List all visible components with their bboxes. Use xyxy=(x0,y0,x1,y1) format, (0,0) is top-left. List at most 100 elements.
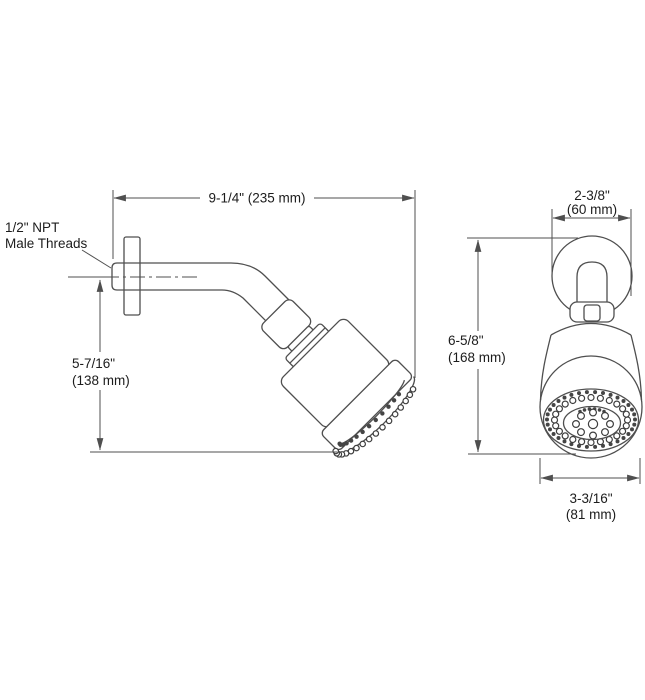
nozzle-bead xyxy=(577,438,586,446)
rim-bead xyxy=(353,444,360,452)
dim-overall-height-label-in: 6-5/8" xyxy=(448,333,484,348)
dim-overall-height-label-mm: (168 mm) xyxy=(448,350,506,365)
shower-arm-front xyxy=(576,261,608,309)
head-bezel xyxy=(539,355,643,459)
thread-note-line2: Male Threads xyxy=(5,236,88,251)
nozzle-bead xyxy=(582,408,587,412)
thread-note-line1: 1/2" NPT xyxy=(5,220,59,235)
wall-flange xyxy=(123,236,141,316)
dim-drop-height: 5-7/16" (138 mm) xyxy=(68,276,130,451)
nozzle-bead xyxy=(556,399,561,403)
nozzle-bead xyxy=(577,394,586,402)
rim-bead xyxy=(366,424,372,429)
rim-bead xyxy=(409,385,417,393)
nozzle-bead xyxy=(632,422,637,427)
nozzle-ring-outer xyxy=(545,390,637,449)
nozzle-bead xyxy=(593,444,598,449)
nozzle-bead xyxy=(569,435,577,444)
spray-hole-center xyxy=(587,418,599,430)
rim-bead xyxy=(337,441,342,446)
nozzle-bead xyxy=(622,422,630,430)
rim-bead xyxy=(397,404,405,411)
nozzle-bead xyxy=(545,422,550,427)
arm-nut-front xyxy=(569,301,615,323)
dim-drop-height-label-in: 5-7/16" xyxy=(72,356,115,371)
nozzle-bead xyxy=(621,436,626,440)
rim-bead xyxy=(373,417,378,423)
shower-head-side xyxy=(261,299,417,458)
spray-hole xyxy=(605,420,614,429)
rim-bead xyxy=(360,429,365,435)
spray-face xyxy=(542,388,640,452)
rim-bead xyxy=(359,440,367,448)
nozzle-bead xyxy=(630,407,634,412)
face-rim xyxy=(542,388,640,452)
rim-bead xyxy=(372,430,380,437)
rim-bead xyxy=(386,404,391,409)
dim-face-width-label-in: 3-3/16" xyxy=(569,491,612,506)
spray-hole xyxy=(576,428,585,437)
body-side-left xyxy=(539,334,552,401)
dim-face-width-label-mm: (81 mm) xyxy=(566,507,616,522)
dim-flange-width: 2-3/8" (60 mm) xyxy=(551,188,632,296)
nozzle-bead xyxy=(622,410,630,418)
nozzle-bead xyxy=(550,416,559,424)
rim-bead xyxy=(379,423,386,431)
nozzle-bead xyxy=(569,442,574,447)
shower-arm xyxy=(111,262,300,333)
nozzle-bead xyxy=(615,395,620,400)
nozzle-bead xyxy=(577,391,581,396)
face-band xyxy=(321,359,413,451)
nozzle-bead xyxy=(545,417,549,422)
rim-bead xyxy=(402,397,409,405)
head-body-front xyxy=(539,322,643,401)
dim-drop-height-label-mm: (138 mm) xyxy=(72,373,130,388)
nozzle-bead xyxy=(569,396,577,405)
body-side-right xyxy=(630,334,643,401)
nozzle-bead xyxy=(545,412,550,417)
spray-hole xyxy=(588,431,597,440)
nozzle-bead xyxy=(561,400,569,408)
nozzle-bead xyxy=(597,408,602,412)
nozzle-bead xyxy=(630,427,634,432)
nozzle-bead xyxy=(562,439,567,444)
spray-hole-ring xyxy=(571,408,614,440)
rim-bead xyxy=(365,435,373,443)
spray-hole xyxy=(588,408,597,417)
nozzle-bead xyxy=(632,412,637,417)
nozzle-bead xyxy=(584,390,589,395)
nozzle-bead xyxy=(596,394,605,402)
nozzle-bead xyxy=(552,410,560,418)
leader-line xyxy=(81,249,112,269)
nozzle-bead xyxy=(562,395,567,400)
nozzle-bead xyxy=(623,416,632,424)
thread-note: 1/2" NPT Male Threads xyxy=(5,220,112,269)
dim-flange-width-label-mm: (60 mm) xyxy=(567,202,617,217)
nozzle-bead xyxy=(615,439,620,444)
nozzle-bead xyxy=(584,444,589,449)
nozzle-bead xyxy=(618,405,627,413)
spray-hole xyxy=(576,411,585,420)
nozzle-bead xyxy=(593,390,598,395)
nut-inner xyxy=(583,304,601,322)
side-view: 9-1/4" (235 mm) 5-7/16" (138 mm) 1/2" NP… xyxy=(5,190,417,458)
nozzle-bead xyxy=(577,444,581,448)
dim-face-width: 3-3/16" (81 mm) xyxy=(539,458,641,522)
rim-bead xyxy=(385,417,393,425)
nozzle-bead xyxy=(626,432,631,436)
nozzle-bead xyxy=(626,403,631,407)
dim-arm-length: 9-1/4" (235 mm) xyxy=(112,190,416,378)
collar-seam xyxy=(289,327,326,364)
rim-bead xyxy=(354,434,359,439)
nozzle-bead xyxy=(633,417,637,422)
dim-arm-length-label: 9-1/4" (235 mm) xyxy=(208,191,305,206)
nozzle-bead xyxy=(555,405,564,413)
rim-bead xyxy=(344,441,349,446)
front-view: 2-3/8" (60 mm) 6-5/8" (168 mm) 3-3/16" (… xyxy=(448,188,643,522)
nozzle-bead xyxy=(548,427,552,432)
nozzle-bead xyxy=(556,436,561,440)
spray-hole xyxy=(571,420,580,429)
nozzle-bead xyxy=(608,392,613,397)
